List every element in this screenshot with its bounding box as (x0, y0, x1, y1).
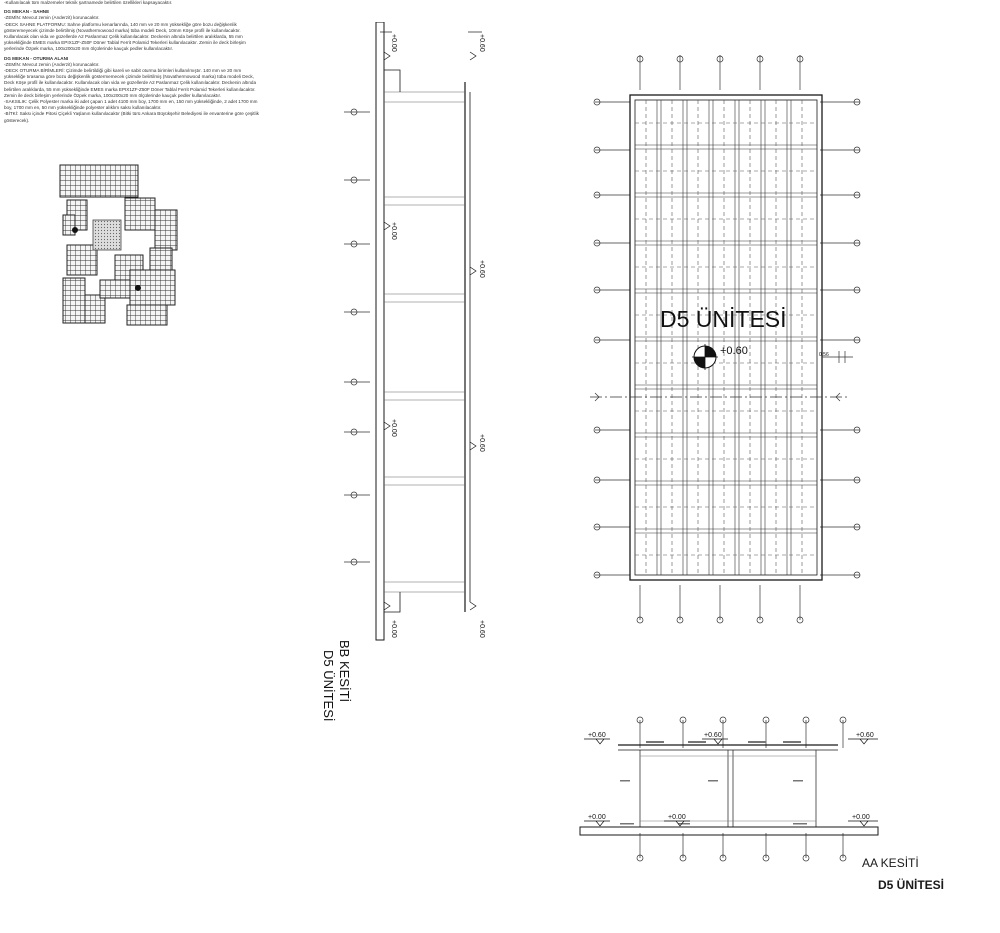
d5-unit-plan: 0.56 D5 ÜNİTESİ +0.60 (590, 55, 861, 624)
notes-oturma-line: -ZEMİN: Mevcut zemin (Anderzit) korunaca… (4, 61, 100, 67)
aa-elevation-top: +0.60 (704, 732, 722, 739)
bb-elevation-right: +0.60 (478, 434, 485, 452)
notes-line: -Kullanılacak tüm malzemeler teknik şart… (4, 0, 173, 5)
notes-oturma-line: boy, 1700 mm en, 50 mm yüksekliğinde pol… (4, 105, 162, 111)
aa-elevation-bottom: +0.00 (668, 814, 686, 821)
plan-dimension: 0.56 (819, 352, 829, 358)
notes-oturma-line: Deck Köşe profil ile kullanılacaktır. Ku… (4, 80, 257, 86)
plan-elevation: +0.60 (720, 345, 748, 357)
notes-sahne-line: gösteremeyecek çizimde belirtilmiş (Nova… (4, 27, 241, 33)
notes-oturma-line: -BİTKİ: Saksı içinde Pitosi Çiçekli Yaşl… (4, 111, 259, 117)
bb-section-subtitle: D5 ÜNİTESİ (321, 650, 336, 722)
aa-section-drawing: +0.60 +0.60 +0.60 +0.00 +0.00 +0.00 (579, 716, 879, 862)
aa-elevation-bottom: +0.00 (852, 814, 870, 821)
bb-section-title: BB KESİTİ (337, 640, 352, 703)
notes-oturma-line: Zemin ile deck birleşim yerlerinde Özpek… (4, 92, 222, 98)
aa-section-title: AA KESİTİ (862, 856, 919, 870)
axis-left (593, 98, 630, 579)
aa-section-subtitle: D5 ÜNİTESİ (878, 878, 945, 892)
bb-elevation-left: +0.00 (390, 419, 397, 437)
bb-section-drawing: +0.00 +0.60 +0.00 +0.60 +0.00 +0.60 +0.0… (344, 22, 485, 641)
notes-oturma-line: belirtilen aralıklarda, 55 mm yüksekliği… (4, 86, 256, 92)
deck-grid (635, 100, 817, 575)
bb-elevation-right: +0.60 (478, 260, 485, 278)
key-plan (59, 164, 178, 326)
notes-sahne-line: yüksekliğinde EMES marka EPIX1ZF-Z50F Dö… (4, 40, 246, 46)
aa-elevation-top: +0.60 (856, 732, 874, 739)
bb-elevation-right: +0.60 (478, 34, 485, 52)
bb-elevation-right: +0.60 (478, 620, 485, 638)
aa-elevation-top: +0.60 (588, 732, 606, 739)
aa-elevation-bottom: +0.00 (588, 814, 606, 821)
axis-right (820, 98, 861, 579)
axis-top (636, 55, 804, 90)
bb-elevation-left: +0.00 (390, 620, 397, 638)
notes-oturma-line: gösterecek). (4, 117, 30, 123)
bb-elevation-left: +0.00 (390, 34, 397, 52)
level-marker-icon (692, 344, 718, 370)
notes-sahne-line: Kullanılacak olan vida ve güzellerde A2 … (4, 34, 243, 40)
general-notes: -Kullanılacak tüm malzemeler teknik şart… (4, 0, 284, 124)
notes-heading-sahne: DG MEKAN - SAHNE (4, 9, 50, 15)
notes-sahne-line: -ZEMİN: Mevcut zemin (Anderzit) korunaca… (4, 15, 100, 21)
notes-oturma-line: -SAKSILIK: Çelik Polyester marka iki ade… (4, 99, 258, 105)
notes-sahne-line: yerlerinde Özpek marka, 100x200x20 mm öl… (4, 46, 174, 52)
notes-heading-oturma: DG MEKAN - OTURMA ALANI (4, 55, 69, 61)
axis-bottom (636, 585, 804, 624)
notes-sahne-line: -DECK SAHNE PLATFORMU: Sahne platformu k… (4, 21, 237, 27)
plan-unit-title: D5 ÜNİTESİ (660, 306, 787, 332)
bb-elevation-left: +0.00 (390, 222, 397, 240)
notes-oturma-line: -DECK OTURMA BİRİMLERİ: Çizimde belirtil… (4, 68, 242, 74)
notes-oturma-line: yüksekliğe tırasama göre bozu değişkenli… (4, 74, 254, 80)
